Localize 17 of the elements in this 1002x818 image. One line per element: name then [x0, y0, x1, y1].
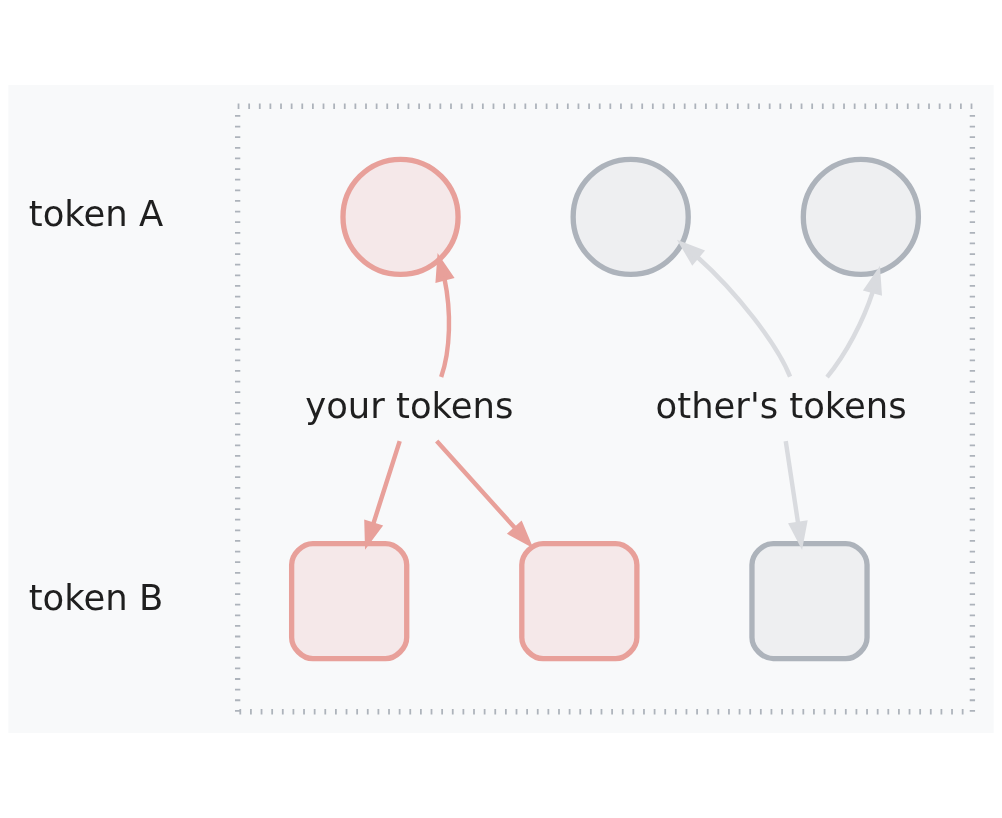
node-box: [289, 540, 410, 662]
arrow: [364, 440, 402, 550]
node-box: [749, 540, 870, 662]
node-box: [519, 540, 640, 662]
cluster: [235, 103, 976, 715]
arrow: [825, 265, 883, 379]
arrow: [676, 239, 793, 378]
node-text: your tokens: [305, 384, 514, 426]
node-text: other's tokens: [655, 384, 907, 426]
label: token B: [28, 576, 164, 618]
arrow: [435, 253, 455, 378]
node-circle: [340, 156, 461, 278]
arrow: [783, 440, 808, 550]
node-circle: [570, 156, 691, 278]
node-circle: [800, 156, 922, 278]
arrow: [435, 439, 534, 549]
label: token A: [28, 192, 164, 234]
